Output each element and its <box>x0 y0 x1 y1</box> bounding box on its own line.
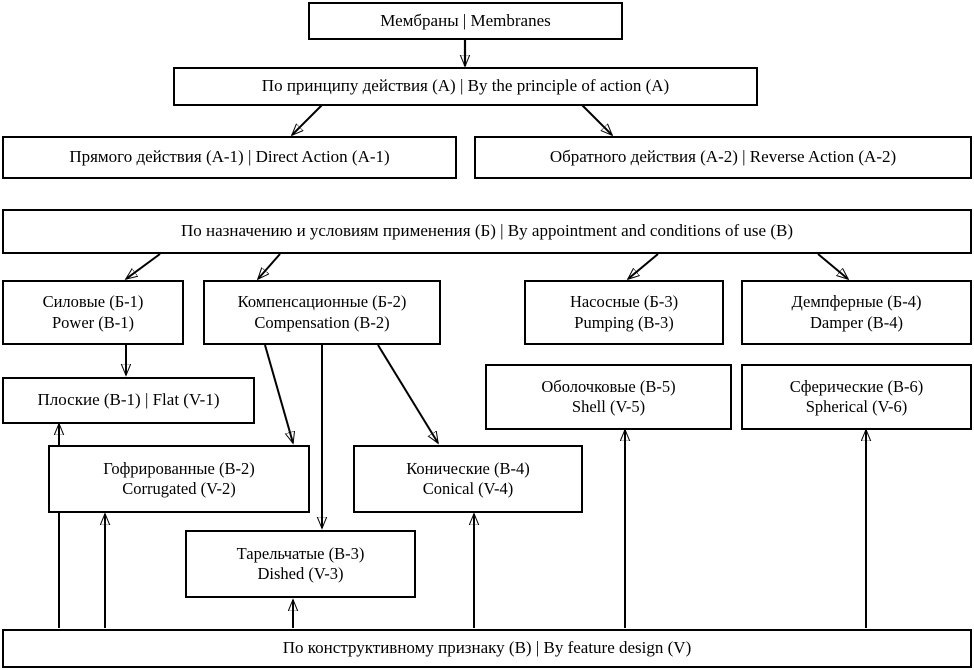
node-dished-line-2: Dished (V-3) <box>257 564 344 583</box>
edge-appointment-to-power <box>126 253 161 279</box>
edge-principle-to-direct <box>292 104 323 135</box>
node-conical-line-1: Конические (В-4) <box>406 458 530 478</box>
edge-appointment-to-compensation <box>258 253 281 279</box>
node-reverse-action-line-1: Обратного действия (А-2) | Reverse Actio… <box>549 147 897 167</box>
edge-compensation-to-conical <box>377 344 438 443</box>
node-direct-action-line-1: Прямого действия (А-1) | Direct Action (… <box>69 147 390 167</box>
node-principle-of-action-line-1: По принципу действия (А) | By the princi… <box>261 76 670 96</box>
node-membranes[interactable]: Мембраны | Membranes <box>308 2 623 40</box>
edge-appointment-to-damper <box>817 253 848 279</box>
node-power[interactable]: Силовые (Б-1) Power (B-1) <box>2 280 184 345</box>
node-damper-line-2: Damper (B-4) <box>809 312 903 332</box>
node-compensation-line-1: Компенсационные (Б-2) <box>237 292 407 312</box>
node-corrugated[interactable]: Гофрированные (В-2) Corrugated (V-2) <box>48 445 310 513</box>
node-damper-line-1: Демпферные (Б-4) <box>791 292 922 312</box>
node-spherical-line-2: Spherical (V-6) <box>805 397 908 416</box>
node-feature-design[interactable]: По конструктивному признаку (В) | By fea… <box>2 629 972 668</box>
node-appointment-and-conditions[interactable]: По назначению и условиям применения (Б) … <box>2 209 972 254</box>
node-power-line-1: Силовые (Б-1) <box>42 292 144 312</box>
edge-appointment-to-pumping <box>628 253 659 279</box>
node-conical[interactable]: Конические (В-4) Conical (V-4) <box>353 445 583 513</box>
node-corrugated-line-2: Corrugated (V-2) <box>122 479 236 498</box>
edge-compensation-to-corrugated <box>264 344 293 443</box>
node-pumping[interactable]: Насосные (Б-3) Pumping (B-3) <box>524 280 724 345</box>
node-spherical-line-1: Сферические (В-6) <box>789 376 924 396</box>
node-feature-design-line-1: По конструктивному признаку (В) | By fea… <box>282 638 692 658</box>
node-pumping-line-2: Pumping (B-3) <box>574 312 674 332</box>
node-pumping-line-1: Насосные (Б-3) <box>569 292 679 312</box>
node-compensation[interactable]: Компенсационные (Б-2) Compensation (B-2) <box>203 280 441 345</box>
node-shell[interactable]: Оболочковые (В-5) Shell (V-5) <box>485 364 732 430</box>
node-spherical[interactable]: Сферические (В-6) Spherical (V-6) <box>741 364 972 430</box>
node-damper[interactable]: Демпферные (Б-4) Damper (B-4) <box>741 280 972 345</box>
node-shell-line-1: Оболочковые (В-5) <box>541 376 676 396</box>
node-membranes-line-1: Мембраны | Membranes <box>380 10 551 30</box>
node-dished[interactable]: Тарельчатые (В-3) Dished (V-3) <box>185 530 416 598</box>
node-flat[interactable]: Плоские (В-1) | Flat (V-1) <box>2 377 255 424</box>
node-dished-line-1: Тарельчатые (В-3) <box>236 543 365 563</box>
node-power-line-2: Power (B-1) <box>51 312 135 332</box>
edge-principle-to-reverse <box>581 104 612 135</box>
node-compensation-line-2: Compensation (B-2) <box>254 312 390 332</box>
node-principle-of-action[interactable]: По принципу действия (А) | By the princi… <box>173 67 758 106</box>
node-corrugated-line-1: Гофрированные (В-2) <box>103 458 255 478</box>
node-direct-action[interactable]: Прямого действия (А-1) | Direct Action (… <box>2 136 457 179</box>
node-appointment-and-conditions-line-1: По назначению и условиям применения (Б) … <box>181 221 793 241</box>
node-flat-line-1: Плоские (В-1) | Flat (V-1) <box>37 390 220 410</box>
node-shell-line-2: Shell (V-5) <box>571 397 646 416</box>
node-conical-line-2: Conical (V-4) <box>422 479 514 498</box>
node-reverse-action[interactable]: Обратного действия (А-2) | Reverse Actio… <box>474 136 972 179</box>
